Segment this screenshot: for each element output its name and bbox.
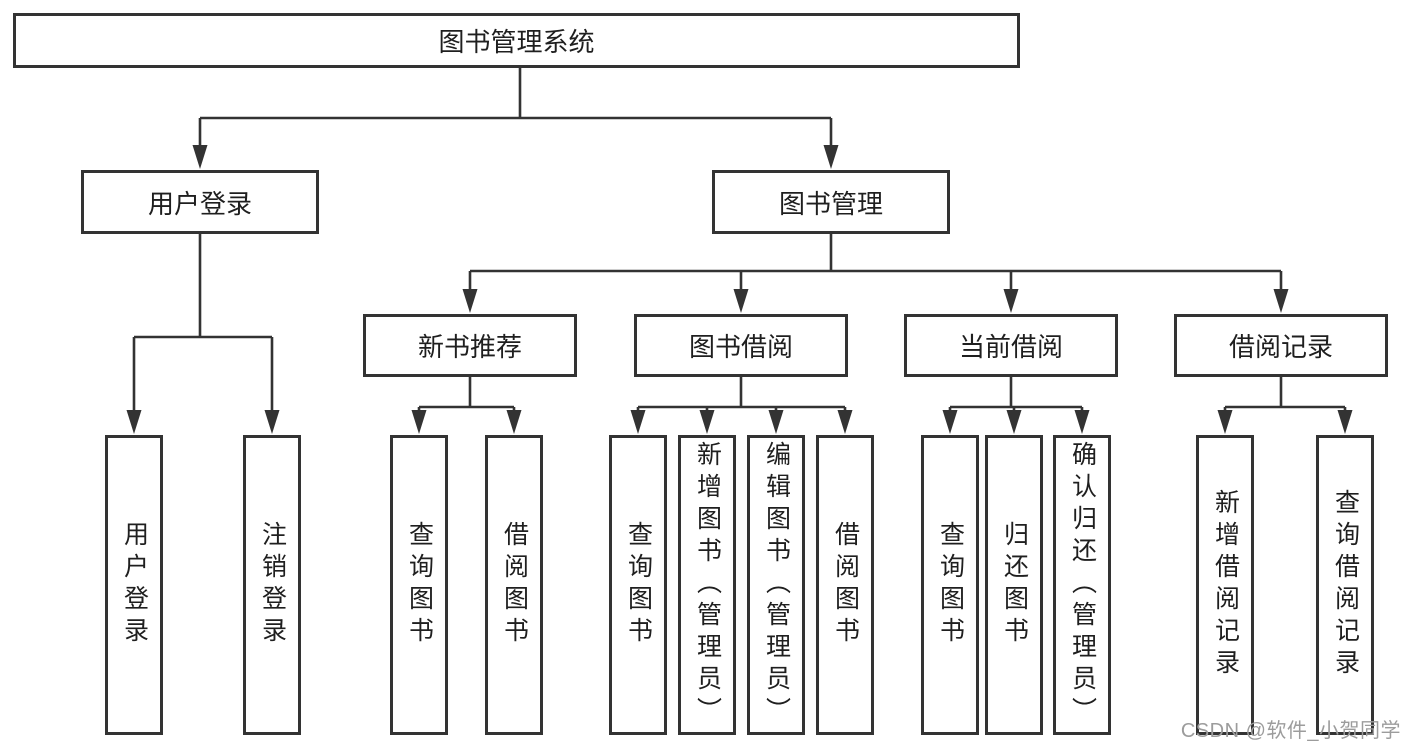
node-new-book-rec: 新书推荐	[363, 314, 577, 377]
edge-book-mgmt-to-sections	[462, 234, 1289, 313]
leaf-query-books-rec: 查询图书	[390, 435, 448, 735]
leaf-edit-book-admin: 编辑图书（管理员）	[747, 435, 805, 735]
csdn-watermark: CSDN @软件_小贺同学	[1180, 720, 1401, 742]
edge-user-login-to-leaves	[126, 234, 280, 434]
node-book-mgmt: 图书管理	[712, 170, 950, 234]
node-root-library-system: 图书管理系统	[13, 13, 1020, 68]
edge-current-borrow-to-leaves	[942, 377, 1090, 434]
leaf-query-books-current: 查询图书	[921, 435, 979, 735]
leaf-query-books-borrow: 查询图书	[609, 435, 667, 735]
leaf-add-book-admin: 新增图书（管理员）	[678, 435, 736, 735]
node-current-borrow: 当前借阅	[904, 314, 1118, 377]
leaf-add-borrow-record: 新增借阅记录	[1196, 435, 1254, 735]
leaf-return-book: 归还图书	[985, 435, 1043, 735]
edge-book-borrow-to-leaves	[630, 377, 853, 434]
leaf-logout: 注销登录	[243, 435, 301, 735]
leaf-borrow-books: 借阅图书	[816, 435, 874, 735]
node-book-borrow: 图书借阅	[634, 314, 848, 377]
leaf-borrow-books-rec: 借阅图书	[485, 435, 543, 735]
leaf-confirm-return-admin: 确认归还（管理员）	[1053, 435, 1111, 735]
edge-borrow-records-to-leaves	[1217, 377, 1353, 434]
node-user-login: 用户登录	[81, 170, 319, 234]
edge-root-to-level2	[192, 68, 839, 169]
leaf-user-login: 用户登录	[105, 435, 163, 735]
leaf-query-borrow-record: 查询借阅记录	[1316, 435, 1374, 735]
node-borrow-records: 借阅记录	[1174, 314, 1388, 377]
edge-new-book-rec-to-leaves	[411, 377, 522, 434]
